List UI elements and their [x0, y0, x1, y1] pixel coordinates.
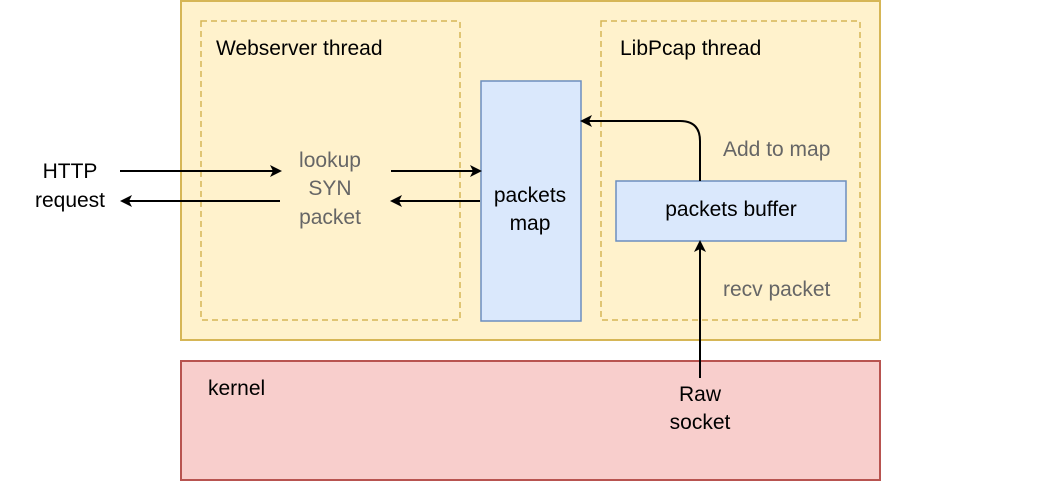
packets-buffer-label: packets buffer: [665, 198, 797, 221]
packets-map-box: [480, 80, 582, 322]
kernel-box: [180, 360, 881, 481]
buffer-to-map-arrow: [580, 115, 701, 181]
add-to-map-label: Add to map: [723, 138, 830, 161]
webserver-thread-title: Webserver thread: [216, 37, 383, 60]
http-request-line1: HTTP: [43, 160, 98, 183]
lookup-syn-packet-line1: lookup: [299, 149, 361, 172]
packets-map-line1: packets: [494, 184, 566, 207]
http-request-line2: request: [35, 189, 105, 212]
lookup-syn-packet-line2: SYN: [308, 177, 351, 200]
libpcap-thread-title: LibPcap thread: [620, 37, 761, 60]
raw-socket-line1: Raw: [679, 383, 722, 406]
packets-buffer-box: [615, 180, 847, 242]
kernel-label: kernel: [208, 377, 265, 400]
recv-packet-label: recv packet: [723, 278, 831, 301]
raw-socket-line2: socket: [670, 411, 731, 434]
lookup-syn-packet-line3: packet: [299, 206, 361, 229]
packets-map-line2: map: [510, 212, 551, 235]
